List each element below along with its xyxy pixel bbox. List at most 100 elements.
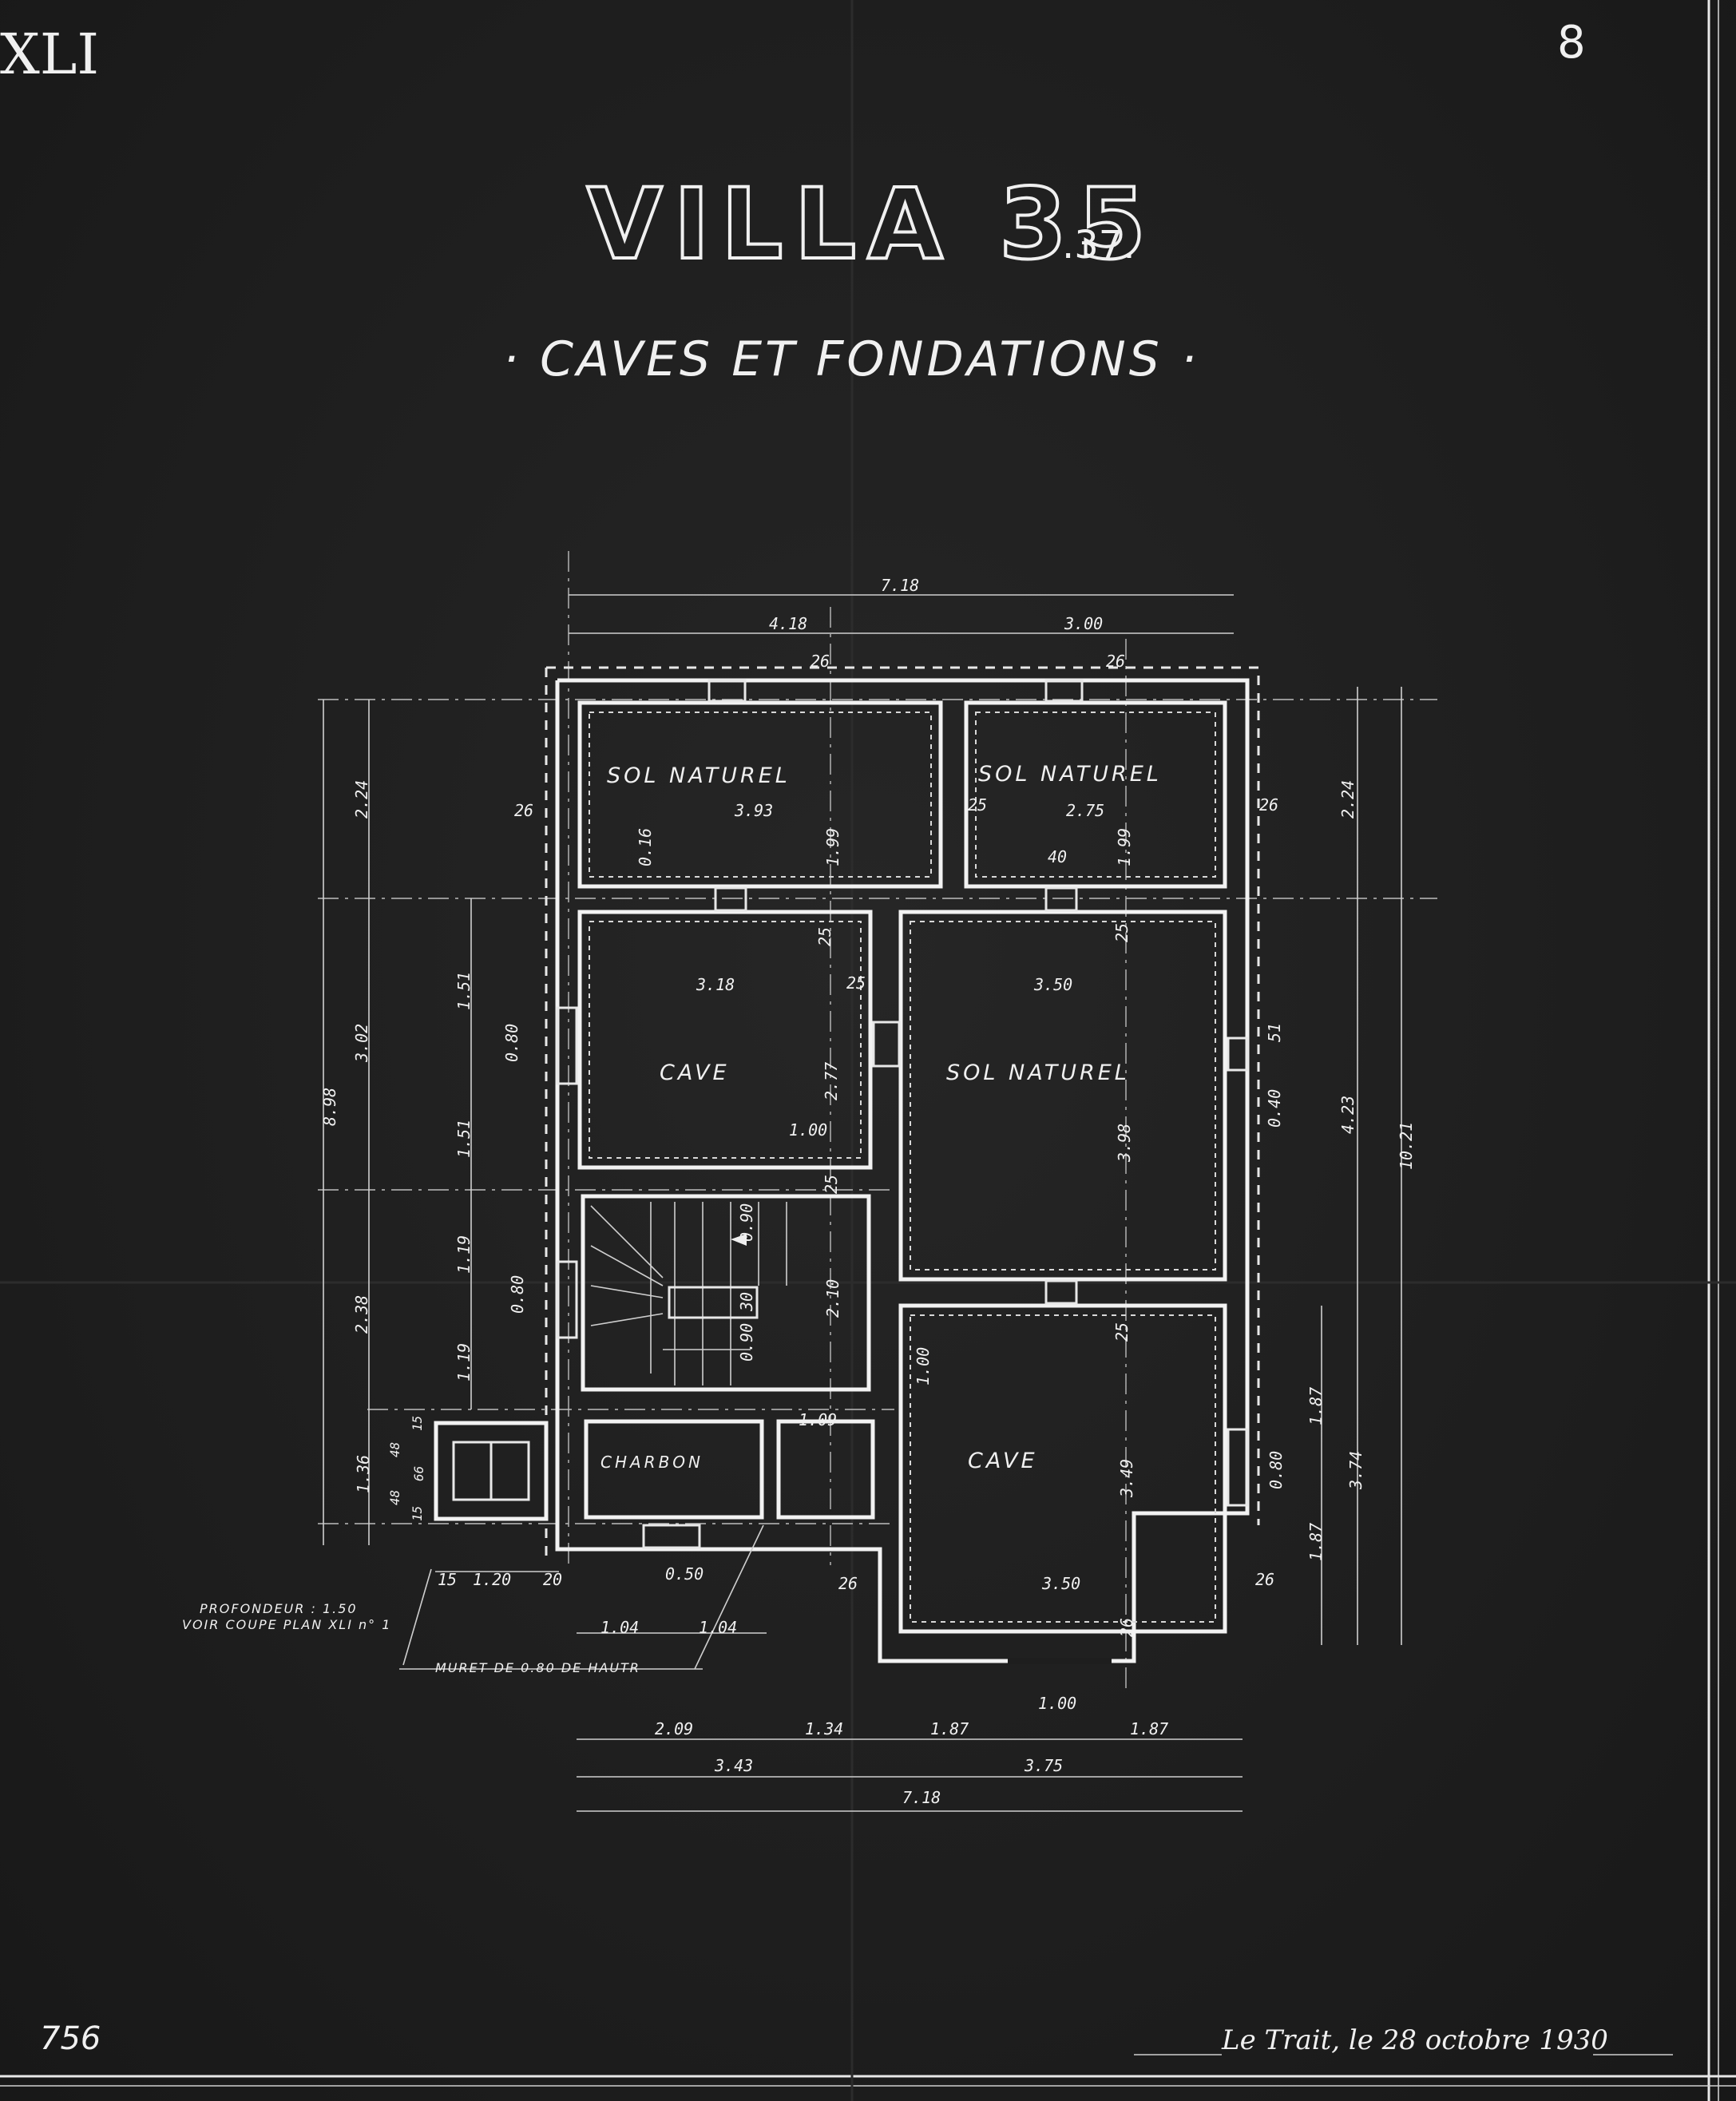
dim-r3-wall-bottom: 26 <box>1117 1618 1136 1637</box>
dim-bottom-a: 2.09 <box>655 1719 693 1738</box>
dim-stair-height: 2.10 <box>823 1279 842 1318</box>
dim-left-j: 48 <box>387 1490 402 1505</box>
dim-win-051: 51 <box>1265 1023 1284 1042</box>
room-sol-naturel-right <box>898 910 1227 1282</box>
dim-wall-25-c: 25 <box>846 973 866 993</box>
dim-top-total: 7.18 <box>881 576 919 595</box>
dim-door-100-a: 1.00 <box>789 1120 827 1140</box>
room-cave-left <box>577 910 873 1170</box>
room-stair <box>581 1194 871 1392</box>
dim-r3-width: 3.50 <box>1041 1574 1080 1593</box>
dim-door-100-b: 1.00 <box>914 1347 933 1385</box>
light-well <box>434 1421 549 1521</box>
room-top-left <box>577 700 943 889</box>
dim-r2-right-height: 3.98 <box>1115 1124 1134 1163</box>
dim-half-b: 1.04 <box>699 1618 737 1637</box>
dim-left-c: 2.38 <box>352 1295 371 1334</box>
room-cave-right <box>898 1303 1227 1634</box>
label-sol-naturel-right: SOL NATUREL <box>946 1060 1130 1085</box>
dim-pit-15: 15 <box>438 1570 457 1589</box>
dim-left-b: 3.02 <box>352 1024 371 1063</box>
staircase <box>590 1202 787 1385</box>
label-charbon: CHARBON <box>600 1453 704 1472</box>
dimension-lines <box>323 594 1402 1812</box>
room-top-right <box>964 700 1227 889</box>
label-top-left: SOL NATUREL <box>607 763 791 788</box>
dim-left-h: 1.19 <box>454 1343 474 1382</box>
label-cave-right: CAVE <box>968 1449 1038 1473</box>
dim-left-d: 1.36 <box>354 1455 373 1493</box>
title-main: VILLA 35 <box>587 168 1157 281</box>
dim-r1-right-height: 1.99 <box>1115 828 1134 866</box>
label-top-right: SOL NATUREL <box>978 762 1162 787</box>
rooms <box>434 700 1227 1634</box>
dim-r1-right-wall: 26 <box>1259 795 1278 815</box>
dim-bottom-e: 3.43 <box>714 1756 753 1775</box>
dim-pit-20: 20 <box>543 1570 562 1589</box>
dim-r3-height: 3.49 <box>1117 1459 1136 1498</box>
dim-r2-left-height: 2.77 <box>822 1062 841 1100</box>
dim-vent-width: 40 <box>1048 847 1067 866</box>
subtitle: · CAVES ET FONDATIONS · <box>503 331 1199 387</box>
dim-right-b: 4.23 <box>1338 1096 1357 1134</box>
dim-stair-090-b: 0.90 <box>737 1323 756 1362</box>
dim-bottom-total: 7.18 <box>902 1788 941 1807</box>
note-depth: PROFONDEUR : 1.50 <box>200 1601 358 1616</box>
dim-right-d: 1.87 <box>1306 1523 1326 1561</box>
dim-left-k: 66 <box>411 1466 426 1481</box>
dim-wall-top-right: 26 <box>1106 652 1125 671</box>
dim-right-total: 10.21 <box>1397 1122 1416 1170</box>
dim-r1-left-width: 3.93 <box>734 801 773 820</box>
dim-door-100-c: 1.00 <box>1038 1694 1076 1713</box>
dim-vent-depth: 0.16 <box>636 828 655 866</box>
dim-r2-right-width: 3.50 <box>1033 975 1072 994</box>
dim-wall-25-e: 25 <box>1112 1322 1132 1342</box>
sheet-number: 8 <box>1557 17 1586 69</box>
room-charbon <box>584 1419 764 1520</box>
room-passage <box>776 1419 875 1520</box>
dim-r2-left-width: 3.18 <box>696 975 735 994</box>
dim-wall-top-left: 26 <box>811 652 830 671</box>
dim-r1-left-wall: 26 <box>514 801 533 820</box>
note-low-wall: MURET DE 0.80 DE HAUTR <box>435 1660 640 1675</box>
dim-coal-door: 0.50 <box>665 1564 704 1584</box>
dim-wall-25-d: 25 <box>822 1175 841 1194</box>
dim-half-a: 1.04 <box>600 1618 639 1637</box>
dim-left-l: 15 <box>410 1416 425 1431</box>
dim-wall-25-b: 25 <box>1112 923 1132 942</box>
axis-lines <box>318 551 1437 1693</box>
dim-right-a: 2.24 <box>1338 780 1357 819</box>
dim-win-080-c: 0.80 <box>1266 1451 1286 1489</box>
dim-r1-right-width: 2.75 <box>1066 801 1104 820</box>
title-suffix: .37. <box>1062 223 1136 268</box>
dim-win-040: 0.40 <box>1265 1089 1284 1128</box>
dim-win-080-a: 0.80 <box>502 1024 521 1062</box>
dim-top-left: 4.18 <box>769 614 807 633</box>
dim-left-e: 1.51 <box>454 972 474 1010</box>
label-cave-left: CAVE <box>660 1060 730 1085</box>
dim-left-total: 8.98 <box>320 1088 339 1126</box>
dim-r3-wall-right: 26 <box>1255 1570 1274 1589</box>
dim-top-right: 3.00 <box>1064 614 1103 633</box>
dim-pit-width: 1.20 <box>473 1570 511 1589</box>
dim-coal-width: 1.09 <box>799 1410 837 1429</box>
dim-stair-30: 30 <box>737 1292 756 1312</box>
archive-number: 756 <box>40 2020 101 2057</box>
dim-left-i: 48 <box>387 1442 402 1457</box>
dim-bottom-d: 1.87 <box>1130 1719 1168 1738</box>
dim-r1-mid-wall: 25 <box>968 795 987 815</box>
dim-left-m: 15 <box>410 1506 425 1521</box>
dim-r3-wall-left: 26 <box>838 1574 858 1593</box>
dim-bottom-c: 1.87 <box>930 1719 969 1738</box>
dim-stair-090-a: 0.90 <box>737 1203 756 1242</box>
dim-right-e: 3.74 <box>1346 1451 1365 1490</box>
outer-walls <box>545 666 1260 1663</box>
dim-left-g: 1.19 <box>454 1235 474 1274</box>
openings <box>556 679 1249 1664</box>
dim-left-f: 1.51 <box>454 1120 474 1158</box>
dim-win-080-b: 0.80 <box>508 1275 527 1314</box>
dim-bottom-f: 3.75 <box>1024 1756 1063 1775</box>
plate-ref: XLI <box>0 22 99 87</box>
